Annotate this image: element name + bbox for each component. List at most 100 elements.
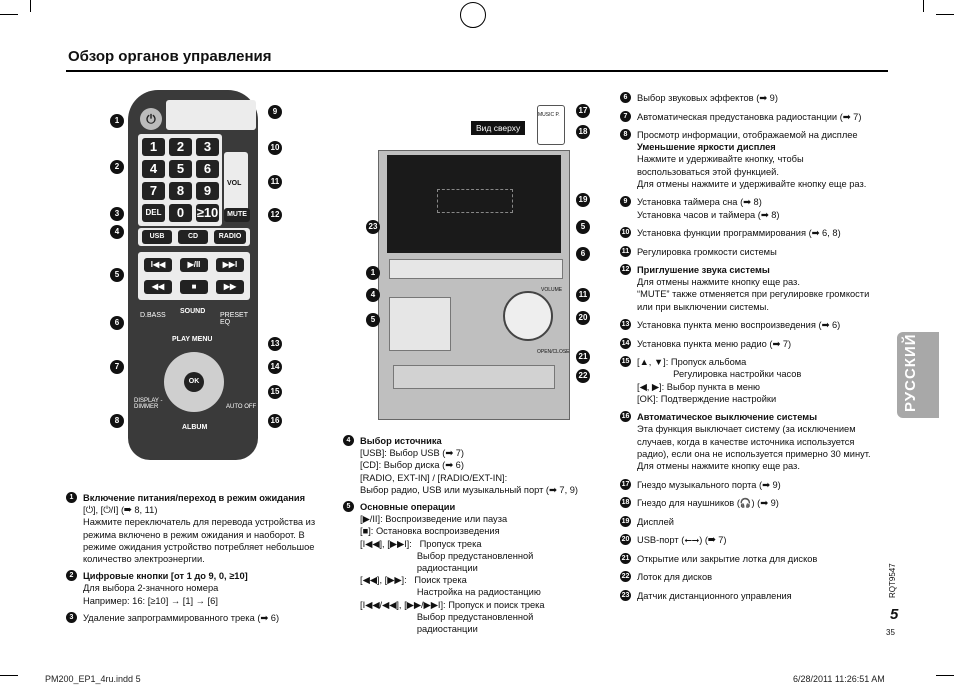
callout-1: 1 xyxy=(110,114,124,128)
main-unit: VOLUME OPEN/CLOSE xyxy=(378,150,570,420)
item-line: [▶/II]: Воспроизведение или пауза xyxy=(360,514,508,525)
play-pause-button[interactable]: ▶/II xyxy=(180,258,208,272)
item-body: Датчик дистанционного управления xyxy=(637,590,882,602)
item-line: “MUTE” также отменяется при регулировке … xyxy=(637,289,870,300)
item-line: Установка таймера сна (➡ 8) xyxy=(637,197,762,208)
callout-4b: 4 xyxy=(366,288,380,302)
item-body: Автоматическая предустановка радиостанци… xyxy=(637,111,882,123)
stop-button[interactable]: ■ xyxy=(180,280,208,294)
item-number: 5 xyxy=(343,501,354,512)
page-title: Обзор органов управления xyxy=(68,48,272,65)
callout-12: 12 xyxy=(268,208,282,222)
item-number: 15 xyxy=(620,356,631,368)
item-line: Для отмены нажмите и удерживайте кнопку … xyxy=(637,178,867,189)
callout-11b: 11 xyxy=(576,288,590,302)
item-number: 16 xyxy=(620,411,631,423)
radio-button[interactable]: RADIO xyxy=(214,230,246,244)
item-line: Выбор радио, USB или музыкальный порт (➡… xyxy=(360,484,578,495)
crop-mark xyxy=(30,0,31,12)
rewind-button[interactable]: ◀◀ xyxy=(144,280,172,294)
top-view-label: Вид сверху xyxy=(471,121,526,135)
item-heading: Автоматическое выключение системы xyxy=(637,412,818,423)
top-view-panel xyxy=(537,105,565,145)
skip-forward-button[interactable]: ▶▶I xyxy=(216,258,244,272)
key-4-button[interactable]: 4 xyxy=(142,160,165,178)
callout-15: 15 xyxy=(268,385,282,399)
footer-date: 6/28/2011 11:26:51 AM xyxy=(793,674,885,684)
legend-item: 4 Выбор источника [USB]: Выбор USB (➡ 7)[C… xyxy=(343,435,603,495)
key-6-button[interactable]: 6 xyxy=(196,160,219,178)
item-line: Просмотр информации, отображаемой на дис… xyxy=(637,130,858,140)
callout-16: 16 xyxy=(268,414,282,428)
item-line: Датчик дистанционного управления xyxy=(637,590,792,601)
item-line: Гнездо музыкального порта (➡ 9) xyxy=(637,479,781,490)
callout-4: 4 xyxy=(110,225,124,239)
callout-10: 10 xyxy=(268,141,282,155)
item-line: радиостанции xyxy=(360,563,478,574)
item-body: Установка функции программирования (➡ 6,… xyxy=(637,227,882,239)
preset-eq-label: PRESET EQ xyxy=(220,312,248,326)
del-button[interactable]: DEL xyxy=(142,204,165,222)
key-10plus-button[interactable]: ≥10 xyxy=(196,204,219,222)
key-7-button[interactable]: 7 xyxy=(142,182,165,200)
item-line: [CD]: Выбор диска (➡ 6) xyxy=(360,460,464,471)
usb-button[interactable]: USB xyxy=(142,230,172,244)
callout-7: 7 xyxy=(110,360,124,374)
item-number: 2 xyxy=(66,570,77,582)
item-line: количество электроэнергии. xyxy=(83,554,205,565)
fast-forward-button[interactable]: ▶▶ xyxy=(216,280,244,294)
item-number: 17 xyxy=(620,478,631,490)
crop-mark xyxy=(0,14,18,15)
key-3-button[interactable]: 3 xyxy=(196,138,219,156)
key-9-button[interactable]: 9 xyxy=(196,182,219,200)
item-line: Установка пункта меню воспроизведения (➡… xyxy=(637,320,841,331)
ok-button[interactable]: OK xyxy=(184,372,204,392)
item-heading: Выбор источника xyxy=(360,436,442,446)
item-body: Выбор звуковых эффектов (➡ 9) xyxy=(637,92,882,104)
callout-13: 13 xyxy=(268,337,282,351)
item-line: Эта функция выключает систему (за исключ… xyxy=(637,424,856,435)
item-heading: Включение питания/переход в режим ожидан… xyxy=(83,493,305,503)
item-number: 1 xyxy=(66,492,77,503)
callout-5c: 5 xyxy=(366,313,380,327)
item-line: [RADIO, EXT-IN] / [RADIO/EXT-IN]: xyxy=(360,472,508,483)
top-button-panel xyxy=(166,100,256,130)
item-number: 4 xyxy=(343,435,354,446)
item-line: или при выключении системы. xyxy=(637,301,769,312)
item-line: [USB]: Выбор USB (➡ 7) xyxy=(360,448,465,459)
key-0-button[interactable]: 0 xyxy=(169,204,192,222)
button-panel xyxy=(389,297,451,351)
callout-9: 9 xyxy=(268,105,282,119)
key-5-button[interactable]: 5 xyxy=(169,160,192,178)
callout-8: 8 xyxy=(110,414,124,428)
auto-off-label: AUTO OFF xyxy=(226,404,257,410)
registration-mark xyxy=(460,2,486,28)
item-body: Регулировка громкости системы xyxy=(637,246,882,258)
power-button[interactable]: ⏻ xyxy=(140,108,162,130)
callout-17: 17 xyxy=(576,104,590,118)
key-1-button[interactable]: 1 xyxy=(142,138,165,156)
skip-back-button[interactable]: I◀◀ xyxy=(144,258,172,272)
key-2-button[interactable]: 2 xyxy=(169,138,192,156)
item-body: Основные операции[▶/II]: Воспроизведение… xyxy=(360,501,605,635)
item-number: 7 xyxy=(620,110,631,122)
callout-6: 6 xyxy=(110,316,124,330)
item-number: 10 xyxy=(620,227,631,238)
item-heading: Уменьшение яркости дисплея xyxy=(637,142,776,153)
volume-knob[interactable] xyxy=(503,291,553,341)
item-line: Установка часов и таймера (➡ 8) xyxy=(637,209,780,220)
cd-button[interactable]: CD xyxy=(178,230,208,244)
item-line: Выбор предустановленной xyxy=(360,611,534,622)
mute-button[interactable]: MUTE xyxy=(224,208,250,222)
item-body: Включение питания/переход в режим ожидан… xyxy=(83,492,328,565)
item-line: [◀, ▶]: Выбор пункта в меню xyxy=(637,381,761,392)
page-number: 5 xyxy=(890,606,899,623)
key-8-button[interactable]: 8 xyxy=(169,182,192,200)
callout-21: 21 xyxy=(576,350,590,364)
item-number: 23 xyxy=(620,589,631,601)
legend-item: 15[▲, ▼]: Пропуск альбома Регулировка на… xyxy=(620,356,880,404)
